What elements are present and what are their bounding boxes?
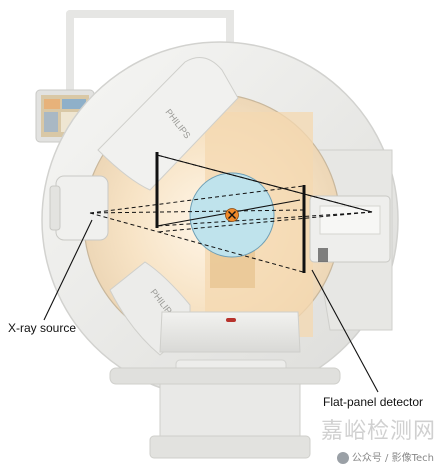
wechat-icon: [336, 452, 349, 464]
wechat-credit: 公众号 / 影像Tech: [336, 449, 434, 464]
watermark-text: 嘉峪检测网: [320, 419, 436, 444]
gantry-base: [109, 367, 341, 385]
patient-table: [149, 311, 311, 459]
xray-source-housing: [49, 175, 109, 241]
detector-pointer-line: [311, 269, 379, 393]
monitor-arm: [66, 10, 234, 54]
source-beam: [89, 185, 304, 273]
isocenter-x-mark-icon: [225, 208, 239, 222]
xray-source-label: X-ray source: [8, 321, 77, 335]
upper-arm-housing: PHILIPS: [97, 57, 239, 191]
wechat-credit-text: 公众号 / 影像Tech: [351, 453, 434, 464]
source-pointer-line: [43, 219, 93, 321]
flat-panel-detector-label: Flat-panel detector: [323, 395, 424, 409]
